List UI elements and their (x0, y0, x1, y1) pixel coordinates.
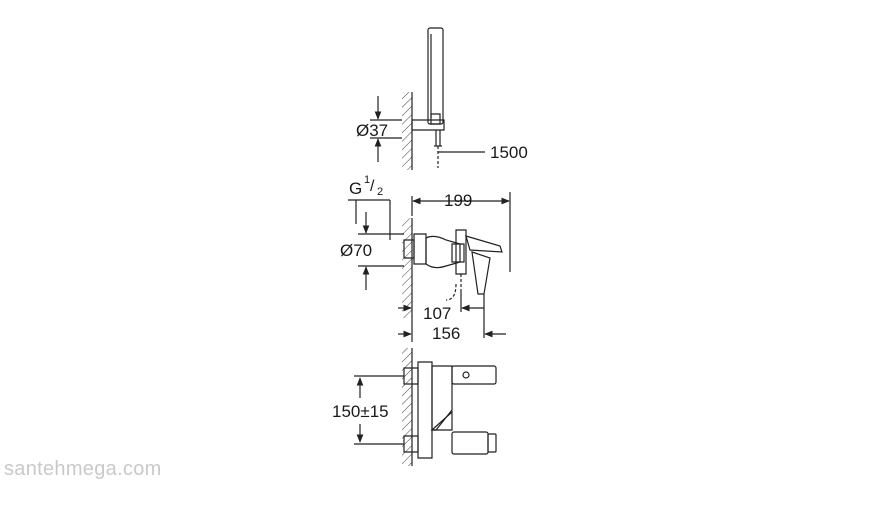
label-centers: 150±15 (332, 402, 389, 421)
label-diameter-37: Ø37 (356, 121, 389, 140)
label-hose-length: 1500 (490, 143, 528, 162)
label-thread-g: G (349, 179, 363, 198)
dimension-g-half (348, 200, 390, 240)
hand-shower (428, 28, 443, 124)
wall-section-top (402, 92, 412, 170)
label-thread-numerator: 1 (364, 174, 371, 186)
wall-section-middle (402, 218, 412, 318)
dimension-107 (398, 290, 484, 312)
dimension-199 (412, 192, 510, 272)
label-offset-156: 156 (432, 324, 461, 343)
hose-outlet-dashed (446, 284, 456, 300)
label-offset-107: 107 (423, 304, 452, 323)
label-diameter-70: Ø70 (340, 241, 373, 260)
label-projection-199: 199 (444, 191, 473, 210)
dimension-156 (398, 294, 506, 342)
label-thread-denominator: 2 (377, 186, 384, 198)
mixer-body-front (404, 362, 496, 458)
mixer-body-side (404, 230, 502, 294)
watermark: santehmega.com (4, 458, 162, 480)
dimension-diameter-70 (358, 212, 404, 290)
dimension-diameter-37 (370, 96, 402, 162)
wall-holder (412, 120, 444, 168)
dimension-centers (354, 376, 404, 444)
